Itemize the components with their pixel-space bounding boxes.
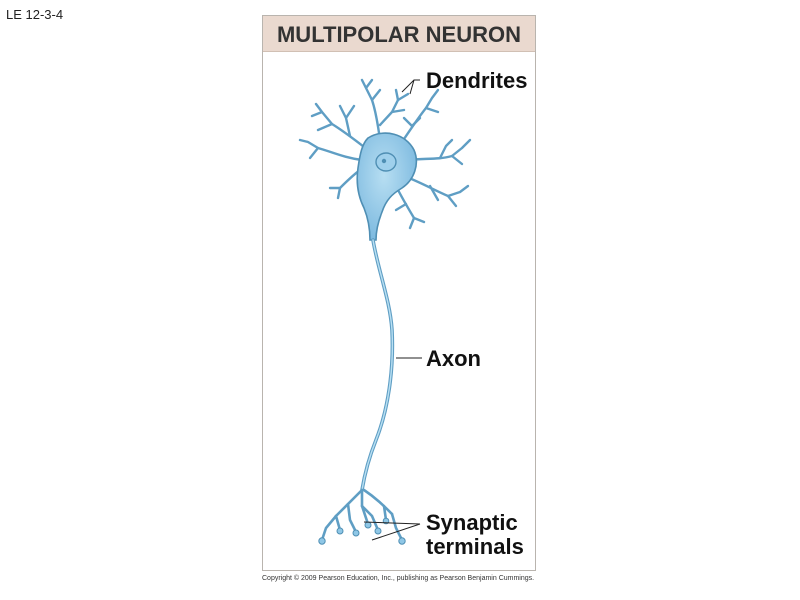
figure-panel: MULTIPOLAR NEURON <box>262 15 536 571</box>
cell-body <box>356 132 418 241</box>
panel-header: MULTIPOLAR NEURON <box>263 16 535 52</box>
synaptic-label-line2: terminals <box>426 534 524 559</box>
synaptic-label-line1: Synaptic <box>426 510 518 535</box>
dendrites-leader <box>401 79 420 95</box>
slide-label: LE 12-3-4 <box>6 7 64 22</box>
terminal-knobs <box>318 517 406 545</box>
axon-label: Axon <box>426 346 481 371</box>
synaptic-leader <box>363 521 421 541</box>
panel-title: MULTIPOLAR NEURON <box>276 22 522 47</box>
dendrites-label: Dendrites <box>426 68 528 93</box>
copyright-text: Copyright © 2009 Pearson Education, Inc.… <box>262 575 535 582</box>
axon <box>360 238 395 492</box>
nucleus <box>375 152 397 172</box>
synaptic-terminals <box>320 488 404 542</box>
